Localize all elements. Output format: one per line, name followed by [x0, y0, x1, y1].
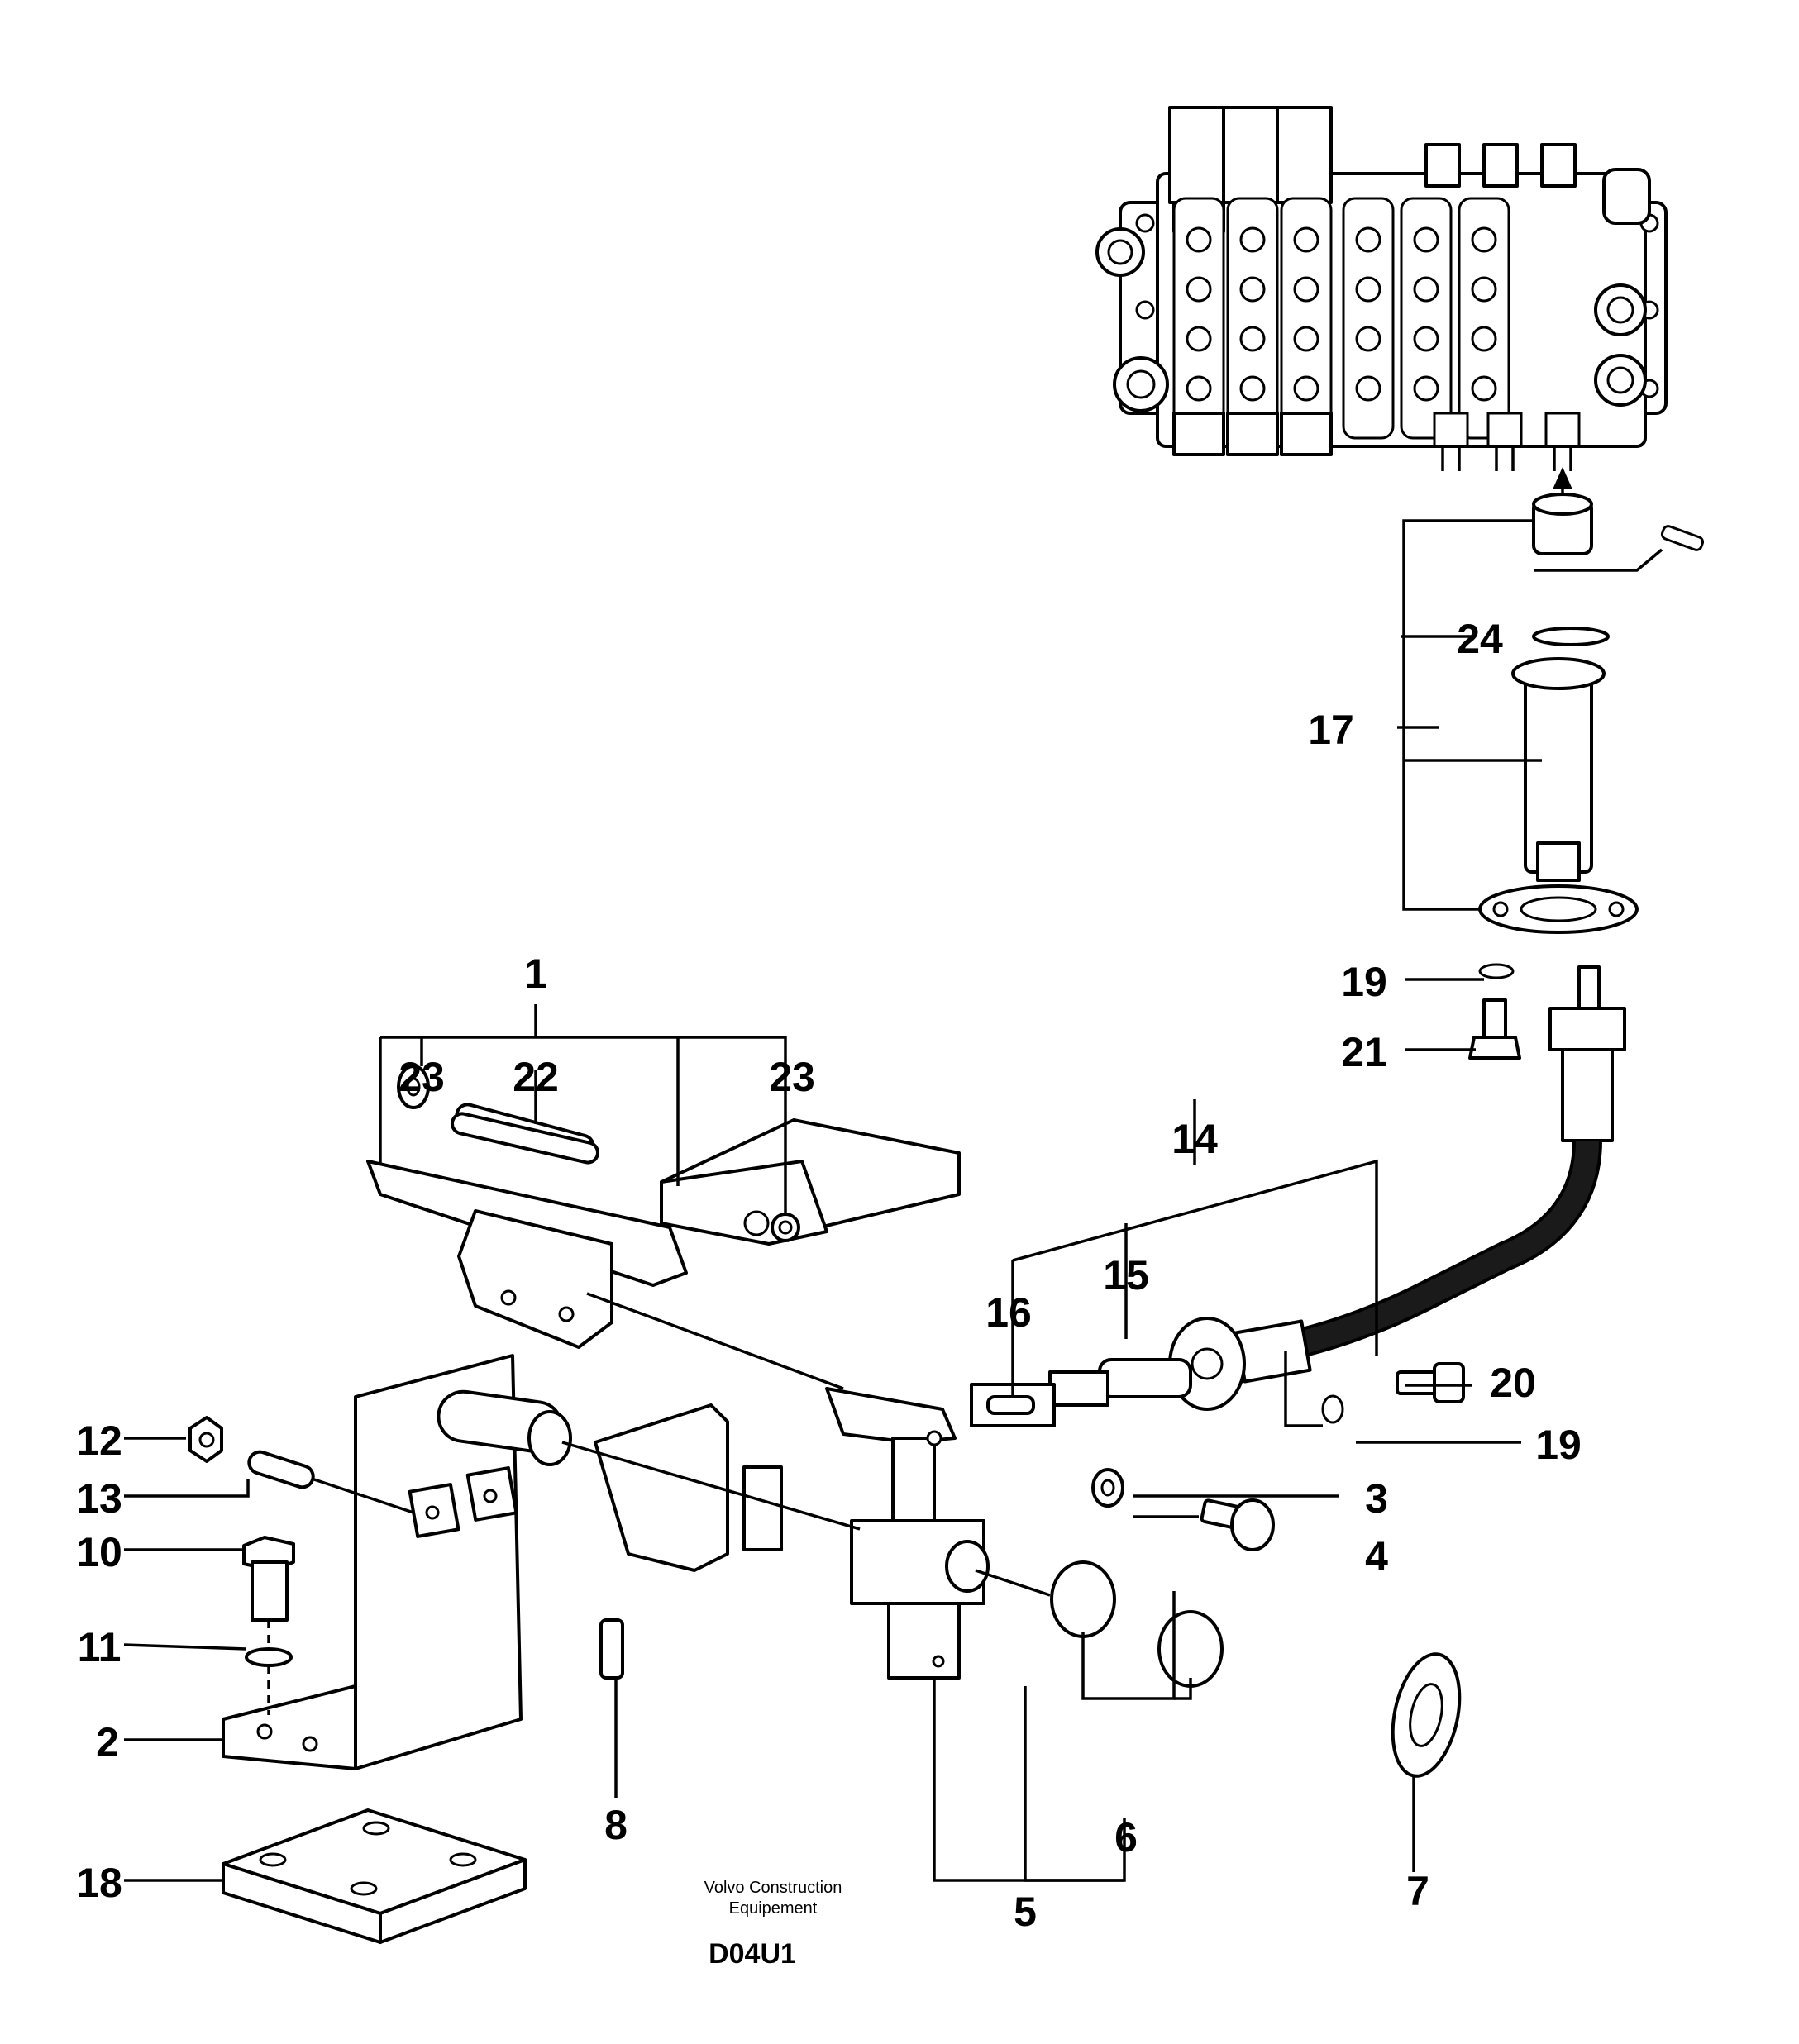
callout-8: 8	[604, 1802, 628, 1848]
nut-12	[188, 1416, 223, 1463]
callout-15: 15	[1103, 1252, 1149, 1298]
callout-numbers: 1 23 22 23 14 15 16 17 24 19 21 20 19 3 …	[76, 616, 1582, 1935]
drawing-footer: Volvo Construction Equipement D04U1	[704, 1879, 842, 1970]
callout-21: 21	[1341, 1029, 1387, 1075]
pedal-assembly	[366, 1065, 961, 1349]
stud-13	[247, 1450, 315, 1489]
callout-20: 20	[1490, 1360, 1536, 1406]
control-valve-assembly	[1095, 106, 1668, 471]
washer-7	[1391, 1652, 1462, 1778]
callout-12: 12	[76, 1417, 122, 1464]
screw-4	[1200, 1498, 1275, 1551]
callout-23-right: 23	[769, 1054, 815, 1100]
sleeve-8	[599, 1618, 624, 1680]
washer-19	[1478, 963, 1515, 979]
callout-19-upper: 19	[1341, 959, 1387, 1005]
callout-24: 24	[1457, 616, 1503, 662]
callout-11: 11	[78, 1624, 122, 1670]
callout-16: 16	[985, 1289, 1032, 1336]
callout-2: 2	[96, 1719, 119, 1765]
plate-18	[222, 1808, 527, 1944]
cable-assembly	[970, 965, 1626, 1427]
callout-19-lower: 19	[1535, 1422, 1582, 1468]
callout-23-left: 23	[398, 1054, 445, 1100]
callout-10: 10	[76, 1529, 122, 1575]
company-name-line2: Equipement	[729, 1899, 818, 1918]
drawing-code: D04U1	[709, 1938, 796, 1970]
valve-sections	[1172, 197, 1510, 440]
callout-5: 5	[1014, 1889, 1037, 1935]
bracket-2	[222, 1354, 523, 1770]
callout-18: 18	[76, 1860, 122, 1906]
callout-13: 13	[76, 1475, 122, 1522]
callout-14: 14	[1171, 1116, 1218, 1162]
bushings-6	[1050, 1560, 1224, 1688]
callout-6: 6	[1114, 1814, 1138, 1861]
washer-11	[245, 1647, 293, 1667]
shaft-and-lever	[437, 1387, 990, 1680]
callout-1: 1	[524, 951, 547, 997]
part-17-cover-assembly	[1478, 493, 1705, 934]
company-name-line1: Volvo Construction	[704, 1879, 842, 1897]
callout-4: 4	[1365, 1533, 1388, 1579]
callout-22: 22	[513, 1054, 559, 1100]
callout-7: 7	[1406, 1868, 1429, 1914]
callout-17: 17	[1308, 707, 1354, 753]
screw-21	[1468, 998, 1521, 1060]
bolt-10	[242, 1536, 295, 1622]
washer-19-lower	[1321, 1394, 1344, 1424]
callout-3: 3	[1365, 1475, 1388, 1522]
pin-22	[450, 1112, 600, 1165]
leader-lines	[123, 519, 1663, 1882]
screw-20	[1396, 1362, 1465, 1403]
